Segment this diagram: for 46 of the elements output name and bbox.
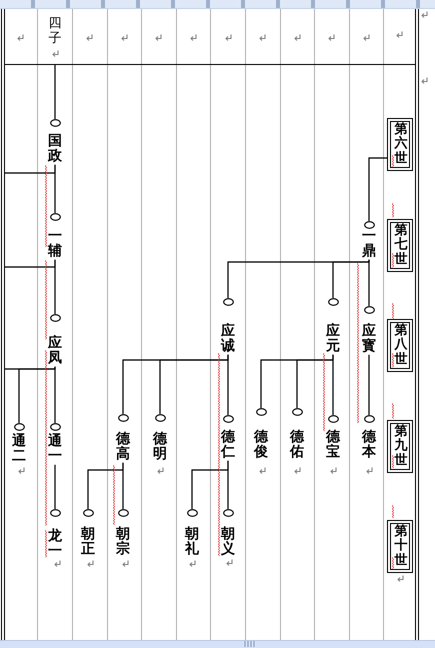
person-name: 国政	[48, 134, 62, 165]
person-name: 德俊	[254, 430, 268, 461]
generation-label: 第九世	[394, 425, 408, 468]
person-name: 德高	[116, 432, 130, 463]
generation-box	[387, 520, 413, 573]
person-name: 一辅	[48, 229, 62, 260]
connector-line	[260, 354, 334, 408]
person-name: 一鼎	[362, 229, 376, 260]
connector-line	[54, 366, 56, 423]
generation-box	[387, 319, 413, 372]
person-name: 朝宗	[116, 527, 130, 558]
connector-line	[191, 460, 229, 509]
person-name: 德仁	[221, 430, 235, 461]
connector-line	[368, 354, 370, 415]
generation-label: 第十世	[394, 525, 408, 568]
person-name: 应诚	[221, 324, 235, 355]
connector-line	[3, 366, 56, 370]
connector-line	[368, 260, 370, 306]
connector-line	[227, 260, 370, 298]
connector-line	[54, 63, 56, 119]
person-name: 朝正	[81, 527, 95, 558]
person-name: 龙一	[48, 529, 62, 560]
column-heading: 四子	[48, 17, 62, 47]
generation-box	[387, 219, 413, 272]
generation-label: 第七世	[394, 224, 408, 267]
person-name: 通一	[48, 434, 62, 465]
generation-box	[387, 420, 413, 473]
person-name: 德本	[362, 430, 376, 461]
connector-line	[87, 462, 124, 509]
person-name: 应凤	[48, 336, 62, 367]
generation-box	[387, 118, 413, 171]
person-name: 朝礼	[185, 527, 199, 558]
connector-line	[3, 260, 56, 268]
generation-label: 第六世	[394, 123, 408, 166]
connector-line	[54, 464, 56, 509]
person-name: 德佑	[290, 430, 304, 461]
person-name: 朝义	[221, 527, 235, 558]
generation-label: 第八世	[394, 324, 408, 367]
person-name: 通二	[12, 434, 26, 465]
connector-line	[368, 157, 387, 221]
connector-line	[122, 354, 229, 414]
connector-line	[3, 164, 56, 174]
person-name: 应寳	[362, 324, 376, 355]
person-name: 德明	[153, 432, 167, 463]
person-name: 应元	[326, 324, 340, 355]
person-name: 德宝	[326, 430, 340, 461]
